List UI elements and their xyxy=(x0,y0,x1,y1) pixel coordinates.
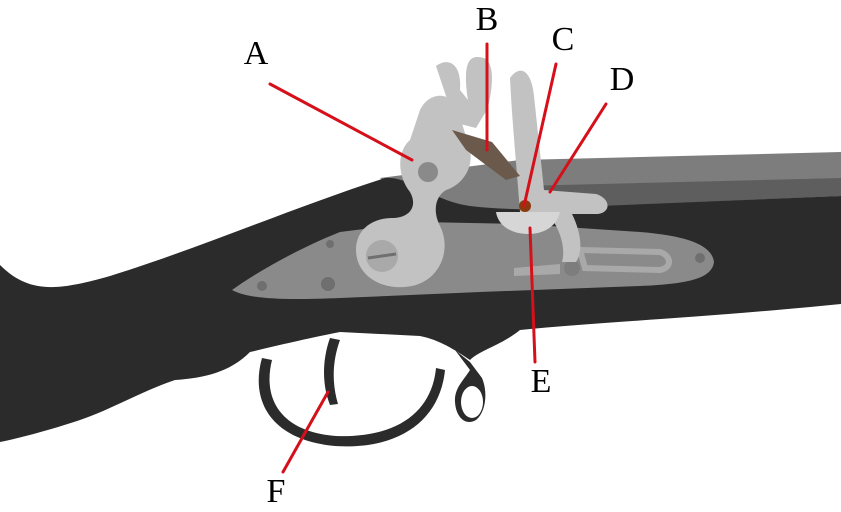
trigger-guard xyxy=(259,358,445,446)
sling-swivel xyxy=(461,386,483,418)
label-a: A xyxy=(244,35,269,72)
plate-screw-left xyxy=(257,281,267,291)
plate-screw-mid xyxy=(321,277,335,291)
label-d: D xyxy=(610,61,635,98)
leader-line-a xyxy=(270,84,412,160)
label-e: E xyxy=(531,363,552,400)
sear-screw xyxy=(564,260,580,276)
cock-screw xyxy=(418,162,438,182)
plate-screw-right xyxy=(695,253,705,263)
label-b: B xyxy=(476,1,499,38)
label-f: F xyxy=(267,473,286,510)
label-c: C xyxy=(552,21,575,58)
plate-screw-small xyxy=(326,240,334,248)
